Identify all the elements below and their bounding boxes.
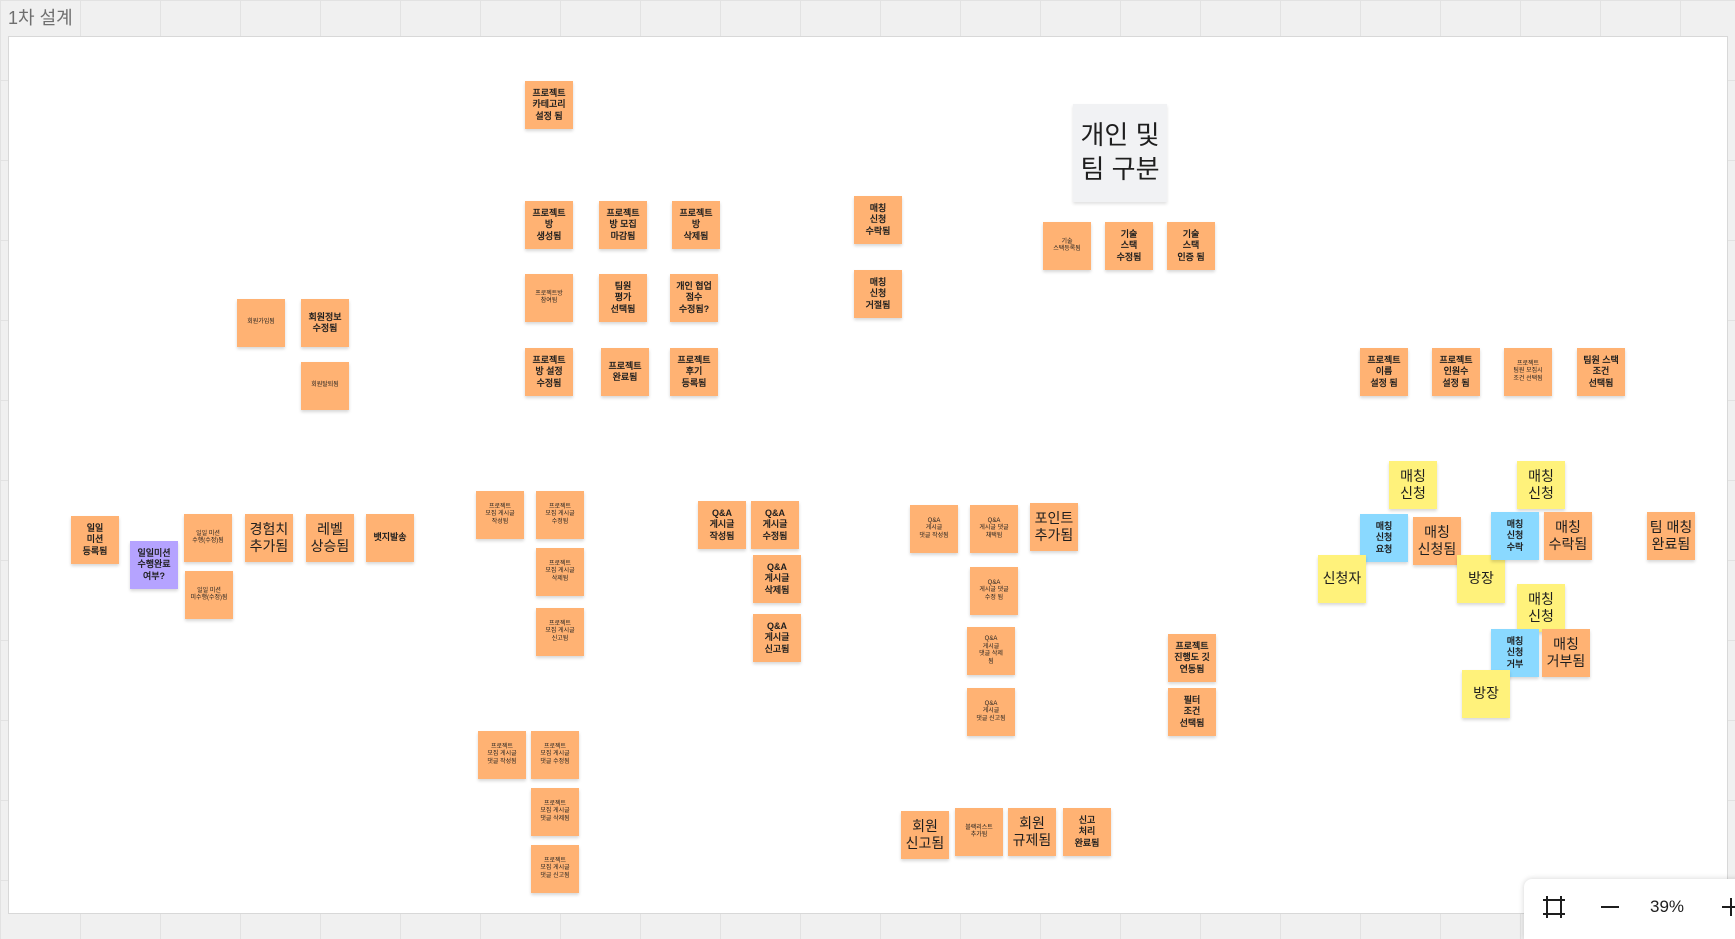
note-project-room-created[interactable]: 프로젝트 방 생성됨	[525, 201, 573, 249]
note-member-withdrawn[interactable]: 회원탈퇴됨	[301, 362, 349, 410]
note-project-category[interactable]: 프로젝트 카테고리 설정 됨	[525, 81, 573, 129]
note-blacklist-added[interactable]: 블랙리스트 추가됨	[955, 808, 1003, 856]
note-match-request-a[interactable]: 매칭 신청	[1389, 461, 1437, 509]
note-project-review[interactable]: 프로젝트 후기 등록됨	[670, 348, 718, 396]
note-project-room-joined[interactable]: 프로젝트방 참여됨	[525, 274, 573, 322]
note-match-request-c[interactable]: 매칭 신청	[1517, 584, 1565, 632]
note-member-info-modified[interactable]: 회원정보 수정됨	[301, 299, 349, 347]
note-match-accepted-done[interactable]: 매칭 수락됨	[1544, 512, 1592, 560]
note-member-reported[interactable]: 회원 신고됨	[901, 811, 949, 859]
note-host-b[interactable]: 방장	[1462, 670, 1510, 718]
note-applicant[interactable]: 신청자	[1318, 555, 1366, 603]
note-badge-issued[interactable]: 뱃지발송	[366, 514, 414, 562]
note-point-added[interactable]: 포인트 추가됨	[1030, 503, 1078, 551]
note-match-rejected[interactable]: 매칭 신청 거절됨	[854, 270, 902, 318]
note-recruit-comment-written[interactable]: 프로젝트 모집 게시글 댓글 작성됨	[478, 731, 526, 779]
note-project-name-set[interactable]: 프로젝트 이름 설정 됨	[1360, 348, 1408, 396]
frame[interactable]	[8, 36, 1728, 914]
note-team-leader-condition[interactable]: 프로젝트 팀원 모집시 조건 선택됨	[1504, 348, 1552, 396]
headline-note[interactable]: 개인 및 팀 구분	[1073, 104, 1167, 202]
note-tech-stack-certified[interactable]: 기술 스택 인증 됨	[1167, 222, 1215, 270]
note-project-progress[interactable]: 프로젝트 진행도 깃 연동됨	[1168, 634, 1216, 682]
note-qa-comment-written[interactable]: Q&A 게시글 댓글 작성됨	[910, 505, 958, 553]
note-qa-comment-modified[interactable]: Q&A 게시글 댓글 수정 됨	[970, 567, 1018, 615]
note-tech-stack-modified[interactable]: 기술 스택 수정됨	[1105, 222, 1153, 270]
note-exp-added[interactable]: 경험치 추가됨	[245, 514, 293, 562]
zoom-level: 39%	[1650, 897, 1685, 916]
note-match-rejected-done[interactable]: 매칭 거부됨	[1542, 629, 1590, 677]
note-match-accepted[interactable]: 매칭 신청 수락됨	[854, 196, 902, 244]
note-daily-mission-done[interactable]: 일일미션 수행완료 여부?	[130, 541, 178, 589]
note-qa-post-written[interactable]: Q&A 게시글 작성됨	[698, 501, 746, 549]
note-match-request-accept[interactable]: 매칭 신청 수락	[1491, 512, 1539, 560]
note-report-processed[interactable]: 신고 처리 완료됨	[1063, 808, 1111, 856]
note-member-sanctioned[interactable]: 회원 규제됨	[1008, 808, 1056, 856]
frame-title[interactable]: 1차 설계	[8, 8, 73, 28]
note-match-request-requested[interactable]: 매칭 신청 요청	[1360, 514, 1408, 562]
note-qa-comment-adopted[interactable]: Q&A 게시글 댓글 채택됨	[970, 505, 1018, 553]
note-recruit-post-modified[interactable]: 프로젝트 모집 게시글 수정됨	[536, 491, 584, 539]
note-member-eval-selected[interactable]: 팀원 평가 선택됨	[599, 274, 647, 322]
minus-icon[interactable]	[1594, 891, 1626, 923]
note-filter-selected[interactable]: 필터 조건 선택됨	[1168, 688, 1216, 736]
note-team-match-done[interactable]: 팀 매칭 완료됨	[1647, 512, 1695, 560]
note-personal-collab-score[interactable]: 개인 협업 점수 수정됨?	[670, 274, 718, 322]
zoom-toolbar: 39%	[1524, 879, 1735, 939]
note-recruit-comment-deleted[interactable]: 프로젝트 모집 게시글 댓글 삭제됨	[531, 788, 579, 836]
note-match-request-reject[interactable]: 매칭 신청 거부	[1491, 629, 1539, 677]
note-project-room-settings[interactable]: 프로젝트 방 설정 수정됨	[525, 348, 573, 396]
note-mission-not-performed[interactable]: 일일 미션 미수행(수정)됨	[185, 571, 233, 619]
note-match-request-b[interactable]: 매칭 신청	[1517, 461, 1565, 509]
note-recruit-post-deleted[interactable]: 프로젝트 모집 게시글 삭제됨	[536, 548, 584, 596]
note-daily-mission-registered[interactable]: 일일 미션 등록됨	[71, 516, 119, 564]
note-mission-performed[interactable]: 일일 미션 수행(수정)됨	[184, 514, 232, 562]
note-level-up[interactable]: 레벨 상승됨	[306, 514, 354, 562]
note-match-requested-done[interactable]: 매칭 신청됨	[1413, 517, 1461, 565]
note-recruit-comment-reported[interactable]: 프로젝트 모집 게시글 댓글 신고됨	[531, 845, 579, 893]
note-tech-stack-registered[interactable]: 기술 스택등록됨	[1043, 222, 1091, 270]
note-project-headcount-set[interactable]: 프로젝트 인원수 설정 됨	[1432, 348, 1480, 396]
note-qa-post-deleted[interactable]: Q&A 게시글 삭제됨	[753, 555, 801, 603]
fit-frame-icon[interactable]	[1538, 891, 1570, 923]
note-team-stack-condition[interactable]: 팀원 스택 조건 선택됨	[1577, 348, 1625, 396]
note-qa-post-modified[interactable]: Q&A 게시글 수정됨	[751, 501, 799, 549]
note-qa-comment-deleted[interactable]: Q&A 게시글 댓글 삭제 됨	[967, 627, 1015, 675]
note-host-a[interactable]: 방장	[1457, 555, 1505, 603]
note-member-joined[interactable]: 회원가입됨	[237, 299, 285, 347]
note-qa-comment-reported[interactable]: Q&A 게시글 댓글 신고됨	[967, 688, 1015, 736]
note-recruit-post-written[interactable]: 프로젝트 모집 게시글 작성됨	[476, 491, 524, 539]
note-qa-post-reported[interactable]: Q&A 게시글 신고됨	[753, 614, 801, 662]
note-project-room-deleted[interactable]: 프로젝트 방 삭제됨	[672, 201, 720, 249]
plus-icon[interactable]	[1719, 891, 1735, 923]
note-project-completed[interactable]: 프로젝트 완료됨	[601, 348, 649, 396]
note-project-room-recruit-closed[interactable]: 프로젝트 방 모집 마감됨	[599, 201, 647, 249]
note-recruit-comment-modified[interactable]: 프로젝트 모집 게시글 댓글 수정됨	[531, 731, 579, 779]
note-recruit-post-reported[interactable]: 프로젝트 모집 게시글 신고됨	[536, 608, 584, 656]
